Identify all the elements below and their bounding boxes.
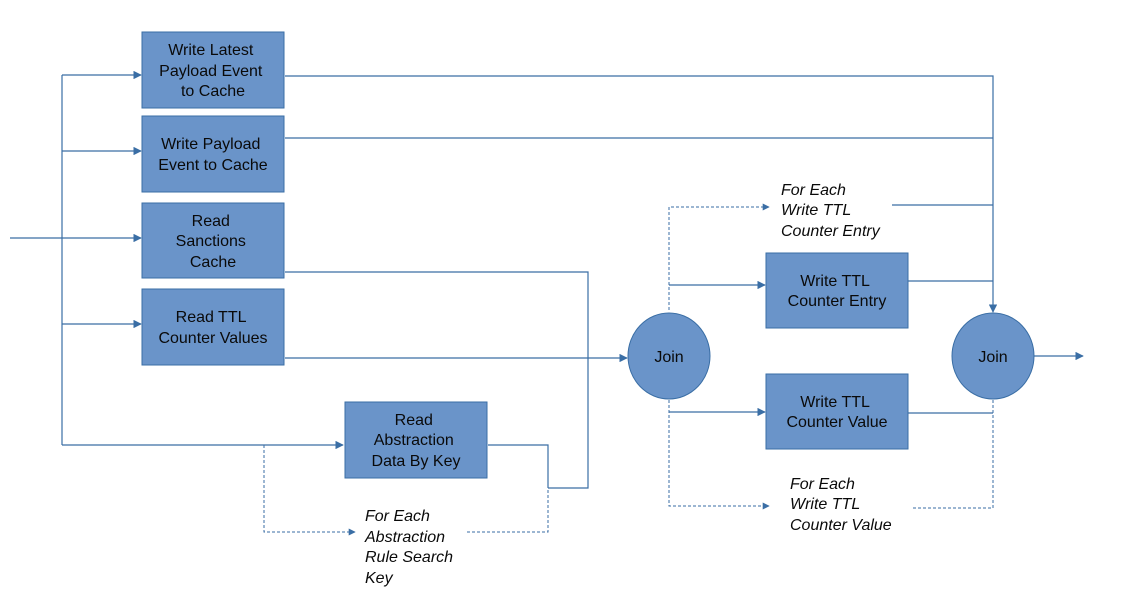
- edge-join-1-to-for-each-value: [668, 400, 770, 510]
- svg-text:Read Sanctions Cac: Read Sanctions Cache: [176, 213, 251, 271]
- node-write-entry-line-2: Counter Entry: [788, 293, 887, 310]
- svg-text:Read Abstraction D: Read Abstraction Data By Key: [372, 412, 461, 470]
- node-read-sanctions-line-1: Read: [192, 213, 230, 230]
- node-read-abstraction-line-1: Read: [395, 412, 433, 429]
- node-write-ttl-counter-entry: Write TTL Counter Entry: [765, 252, 909, 329]
- node-join-2: Join: [951, 312, 1035, 400]
- node-read-sanctions-line-2: Sanctions: [176, 233, 246, 250]
- svg-text:Read TTL Counter Values: Read TTL Counter Values: [158, 309, 267, 347]
- node-write-value-line-2: Counter Value: [786, 414, 887, 431]
- node-read-ttl-counter-values: Read TTL Counter Values: [141, 288, 285, 366]
- node-write-latest-line-3: to Cache: [181, 83, 245, 100]
- note-entry-line-1: For Each: [781, 182, 846, 199]
- edge-to-for-each-abstraction: [263, 445, 356, 536]
- note-for-each-write-ttl-counter-value: For Each Write TTL Counter Value: [790, 476, 892, 534]
- node-read-abstraction-data: Read Abstraction Data By Key: [344, 401, 488, 479]
- node-write-latest-line-1: Write Latest: [168, 42, 254, 59]
- edge-read-sanctions-to-merge: [285, 271, 589, 489]
- note-value-line-1: For Each: [790, 476, 855, 493]
- edge-for-each-abstraction-out: [467, 488, 549, 533]
- node-write-latest-line-2: Payload Event: [159, 63, 263, 80]
- node-read-abstraction-line-3: Data By Key: [372, 453, 461, 470]
- note-for-each-abstraction-rule-search-key: For Each Abstraction Rule Search Key: [364, 508, 458, 587]
- node-join-1: Join: [627, 312, 711, 400]
- node-write-ttl-counter-value: Write TTL Counter Value: [765, 373, 909, 450]
- edge-for-each-value-to-join-2: [913, 400, 994, 509]
- node-write-entry-line-1: Write TTL: [800, 273, 870, 290]
- node-read-sanctions-cache: Read Sanctions Cache: [141, 202, 285, 279]
- edge-write-latest-to-join-2: [285, 75, 998, 313]
- edge-join-1-to-for-each-entry: [668, 203, 770, 310]
- note-abstraction-line-3: Rule Search: [365, 549, 453, 566]
- note-for-each-write-ttl-counter-entry: For Each Write TTL Counter Entry: [781, 182, 881, 240]
- note-value-line-2: Write TTL: [790, 496, 860, 513]
- dashed-edges: [263, 203, 994, 536]
- note-abstraction-line-2: Abstraction: [364, 529, 445, 546]
- note-entry-line-2: Write TTL: [781, 202, 851, 219]
- node-write-value-line-1: Write TTL: [800, 394, 870, 411]
- svg-text:For Each Write TTL: For Each Write TTL Counter Entry: [781, 182, 881, 240]
- node-write-latest-payload-event: Write Latest Payload Event to Cache: [141, 31, 285, 109]
- node-read-sanctions-line-3: Cache: [190, 254, 236, 271]
- node-write-payload-event: Write Payload Event to Cache: [141, 115, 285, 193]
- note-abstraction-line-1: For Each: [365, 508, 430, 525]
- edge-read-abstraction-out: [488, 444, 549, 488]
- svg-text:Write TTL Counter Value: Write TTL Counter Value: [786, 394, 887, 431]
- edges: [10, 70, 1084, 489]
- svg-text:For Each Abstraction: For Each Abstraction Rule Search Key: [364, 508, 458, 587]
- node-join-2-label: Join: [978, 349, 1007, 366]
- svg-text:Write Latest Payload Eve: Write Latest Payload Event to Cache: [159, 42, 267, 100]
- svg-text:For Each Write TTL: For Each Write TTL Counter Value: [790, 476, 892, 534]
- node-join-1-label: Join: [654, 349, 683, 366]
- note-value-line-3: Counter Value: [790, 517, 892, 534]
- note-abstraction-line-4: Key: [365, 570, 394, 587]
- svg-text:Write Payload Event to C: Write Payload Event to Cache: [158, 136, 268, 174]
- node-write-payload-line-2: Event to Cache: [158, 157, 268, 174]
- node-write-payload-line-1: Write Payload: [161, 136, 260, 153]
- svg-text:Write TTL Counter Entry: Write TTL Counter Entry: [788, 273, 887, 310]
- note-entry-line-3: Counter Entry: [781, 223, 881, 240]
- node-read-ttl-line-2: Counter Values: [158, 330, 267, 347]
- node-read-abstraction-line-2: Abstraction: [374, 432, 454, 449]
- node-read-ttl-line-1: Read TTL: [176, 309, 247, 326]
